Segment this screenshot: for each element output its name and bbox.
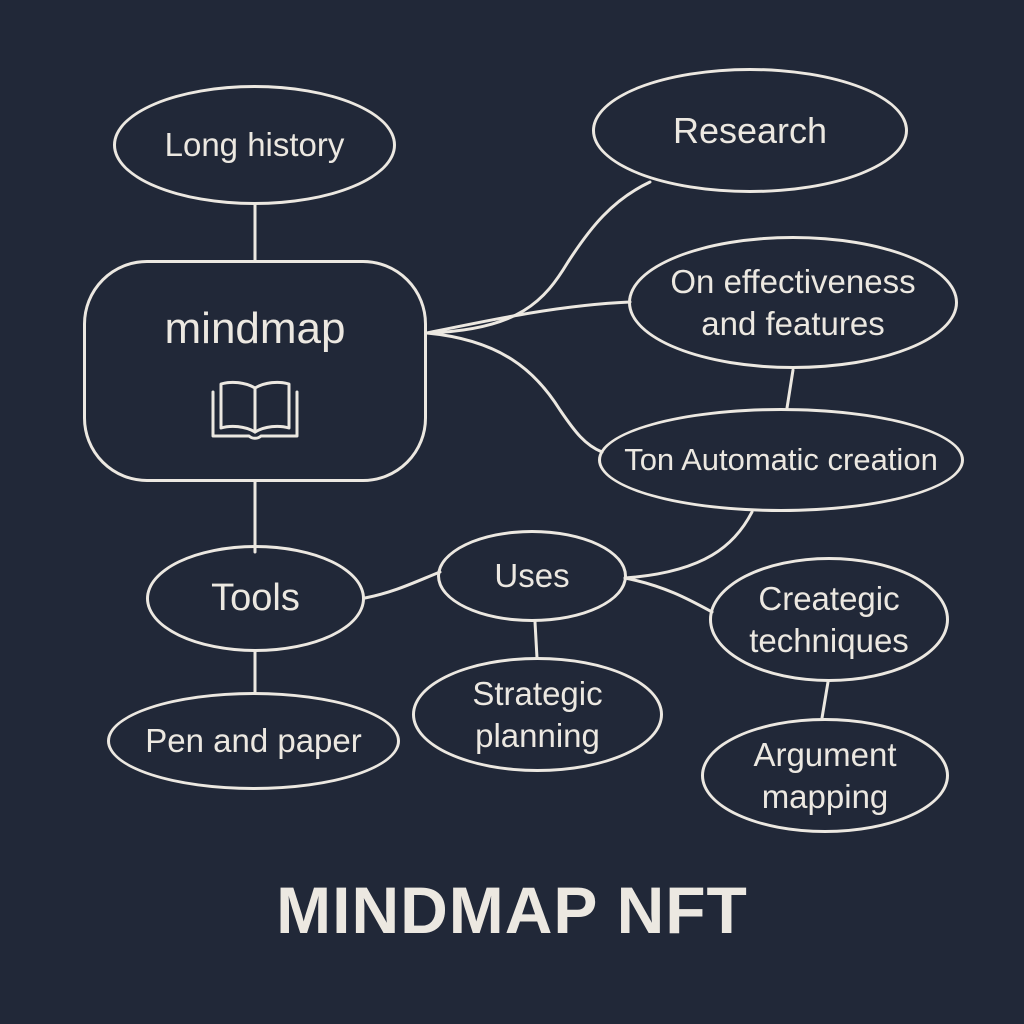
node-pen-paper[interactable]: Pen and paper [107, 692, 400, 790]
node-strategic-planning[interactable]: Strategic planning [412, 657, 663, 772]
node-automatic-creation-label: Ton Automatic creation [624, 441, 938, 477]
link-effectiveness-automatic-creation [785, 368, 795, 410]
node-uses-label: Uses [494, 557, 570, 595]
node-long-history-label: Long history [164, 126, 345, 164]
link-root-research [425, 180, 652, 335]
link-root-automatic-creation [425, 331, 604, 454]
node-creategic-techniques[interactable]: Creategic techniques [709, 557, 949, 682]
node-effectiveness-label: On effectiveness and features [670, 263, 916, 342]
root-label: mindmap [164, 303, 346, 353]
node-tools-label: Tools [211, 576, 300, 619]
footer-title: MINDMAP NFT [276, 873, 748, 947]
node-argument-mapping-label: Argument mapping [753, 736, 897, 815]
link-uses-strategic-planning [533, 620, 539, 660]
node-tools[interactable]: Tools [146, 545, 365, 652]
open-book-icon [211, 380, 299, 440]
link-root-effectiveness [425, 300, 632, 335]
node-long-history[interactable]: Long history [113, 85, 396, 205]
node-research[interactable]: Research [592, 68, 908, 193]
link-creategic-argument [820, 680, 830, 720]
link-uses-creategic [623, 576, 714, 614]
node-effectiveness[interactable]: On effectiveness and features [628, 236, 958, 369]
node-pen-paper-label: Pen and paper [145, 722, 362, 760]
link-automatic-creation-uses [623, 510, 754, 580]
node-research-label: Research [672, 110, 828, 151]
node-argument-mapping[interactable]: Argument mapping [701, 718, 949, 833]
node-strategic-planning-label: Strategic planning [472, 675, 603, 754]
node-automatic-creation[interactable]: Ton Automatic creation [598, 408, 964, 512]
node-uses[interactable]: Uses [437, 530, 627, 622]
node-creategic-techniques-label: Creategic techniques [749, 580, 909, 659]
link-tools-uses [363, 570, 442, 600]
node-root-mindmap[interactable]: mindmap [83, 260, 427, 482]
